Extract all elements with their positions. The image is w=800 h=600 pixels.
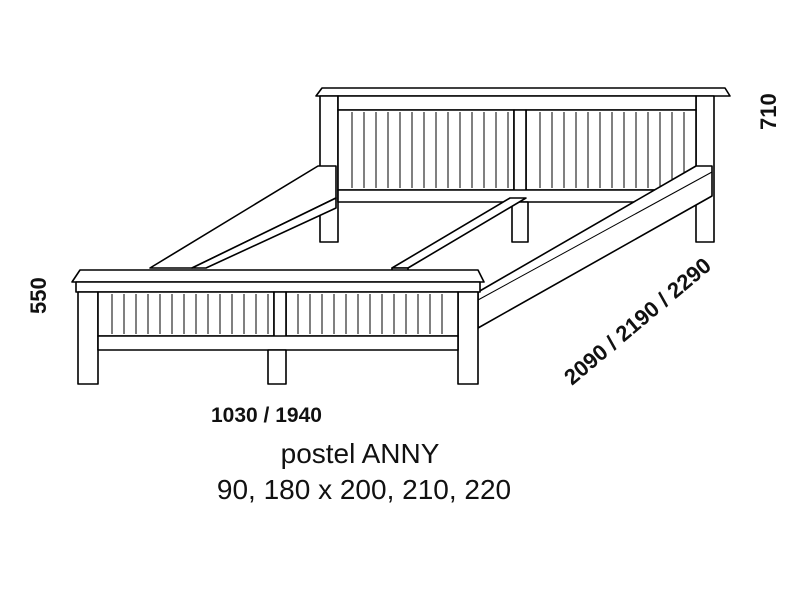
product-sizes: 90, 180 x 200, 210, 220 (216, 474, 512, 505)
dimension-width: 1030 / 1940 (211, 404, 322, 427)
middle-slat (391, 197, 527, 275)
dimension-head-height: 710 (756, 93, 781, 130)
footboard (71, 269, 485, 385)
product-title: postel ANNY (280, 438, 440, 469)
headboard (315, 87, 731, 243)
dimension-length: 2090 / 2190 / 2290 (559, 253, 716, 390)
left-side-rail (149, 165, 337, 269)
dimension-foot-height: 550 (26, 277, 51, 314)
